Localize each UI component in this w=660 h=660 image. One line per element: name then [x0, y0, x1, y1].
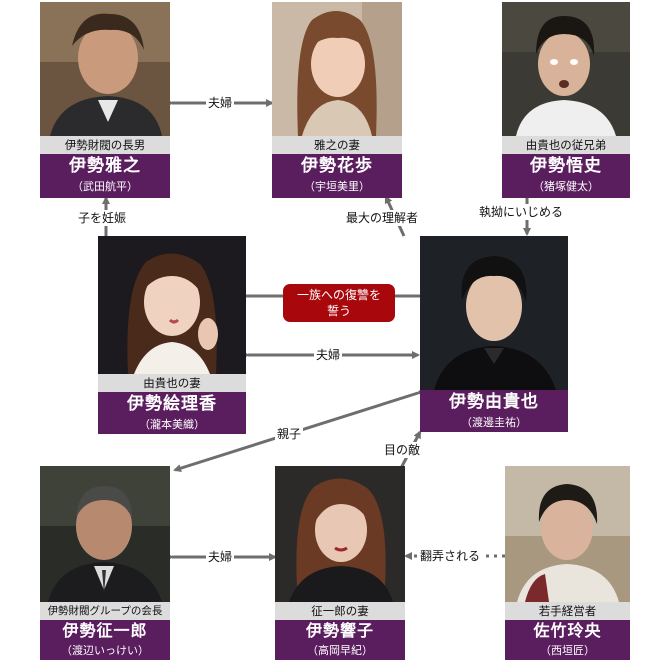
name-kaho: 伊勢花歩 [301, 156, 373, 176]
namebox-masayuki: 伊勢雅之 （武田航平） [40, 154, 170, 198]
name-reo: 佐竹玲央 [533, 621, 602, 640]
photo-kyoko [275, 466, 405, 602]
namebox-kyoko: 伊勢響子 （高岡早紀） [275, 620, 405, 660]
namebox-reo: 佐竹玲央 （西垣匠） [505, 620, 630, 660]
card-kaho: 雅之の妻 伊勢花歩 （宇垣美里） [272, 2, 402, 198]
role-kyoko: 征一郎の妻 [275, 602, 405, 620]
actor-kaho: （宇垣美里） [304, 180, 370, 193]
role-satoshi: 由貴也の従兄弟 [502, 136, 630, 154]
actor-yukiya: （渡邊圭祐） [461, 416, 527, 429]
name-satoshi: 伊勢悟史 [530, 156, 602, 176]
namebox-yukiya: 伊勢由貴也 （渡邊圭祐） [420, 390, 568, 432]
photo-satoshi [502, 2, 630, 136]
role-masayuki: 伊勢財閥の長男 [40, 136, 170, 154]
photo-masayuki [40, 2, 170, 136]
actor-satoshi: （猪塚健太） [533, 180, 599, 193]
label-masayuki-kaho: 夫婦 [206, 95, 235, 111]
label-kyoko-yukiya: 目の敵 [382, 442, 423, 458]
label-yukiya-kaho: 最大の理解者 [344, 210, 421, 226]
actor-kyoko: （高岡早紀） [307, 644, 373, 657]
card-kyoko: 征一郎の妻 伊勢響子 （高岡早紀） [275, 466, 405, 660]
actor-masayuki: （武田航平） [72, 180, 138, 193]
namebox-satoshi: 伊勢悟史 （猪塚健太） [502, 154, 630, 198]
namebox-seiichiro: 伊勢征一郎 （渡辺いっけい） [40, 620, 170, 660]
role-kaho: 雅之の妻 [272, 136, 402, 154]
photo-seiichiro [40, 466, 170, 602]
actor-erika: （瀧本美織） [139, 418, 205, 431]
card-satoshi: 由貴也の従兄弟 伊勢悟史 （猪塚健太） [502, 2, 630, 198]
card-erika: 由貴也の妻 伊勢絵理香 （瀧本美織） [98, 236, 246, 434]
label-reo-kyoko: 翻弄される [418, 548, 483, 564]
label-seiichiro-kyoko: 夫婦 [206, 549, 235, 565]
role-seiichiro: 伊勢財閥グループの会長 [40, 602, 170, 620]
namebox-erika: 伊勢絵理香 （瀧本美織） [98, 392, 246, 434]
actor-seiichiro: （渡辺いっけい） [61, 644, 149, 657]
card-reo: 若手経営者 佐竹玲央 （西垣匠） [505, 466, 630, 660]
card-masayuki: 伊勢財閥の長男 伊勢雅之 （武田航平） [40, 2, 170, 198]
label-yukiya-seiichiro: 親子 [275, 426, 304, 442]
name-yukiya: 伊勢由貴也 [449, 392, 539, 412]
label-erika-yukiya: 夫婦 [314, 347, 343, 363]
card-seiichiro: 伊勢財閥グループの会長 伊勢征一郎 （渡辺いっけい） [40, 466, 170, 660]
photo-reo [505, 466, 630, 602]
label-erika-masayuki: 子を妊娠 [76, 210, 129, 226]
photo-kaho [272, 2, 402, 136]
role-reo: 若手経営者 [505, 602, 630, 620]
card-yukiya: 伊勢由貴也 （渡邊圭祐） [420, 236, 568, 432]
role-erika: 由貴也の妻 [98, 374, 246, 392]
namebox-kaho: 伊勢花歩 （宇垣美里） [272, 154, 402, 198]
actor-reo: （西垣匠） [540, 644, 595, 657]
name-erika: 伊勢絵理香 [127, 394, 217, 414]
photo-erika [98, 236, 246, 374]
vow-badge: 一族への復讐を誓う [283, 284, 395, 322]
name-seiichiro: 伊勢征一郎 [62, 621, 148, 640]
label-satoshi-yukiya: 執拗にいじめる [477, 204, 566, 220]
name-kyoko: 伊勢響子 [305, 621, 374, 640]
name-masayuki: 伊勢雅之 [69, 156, 141, 176]
photo-yukiya [420, 236, 568, 390]
